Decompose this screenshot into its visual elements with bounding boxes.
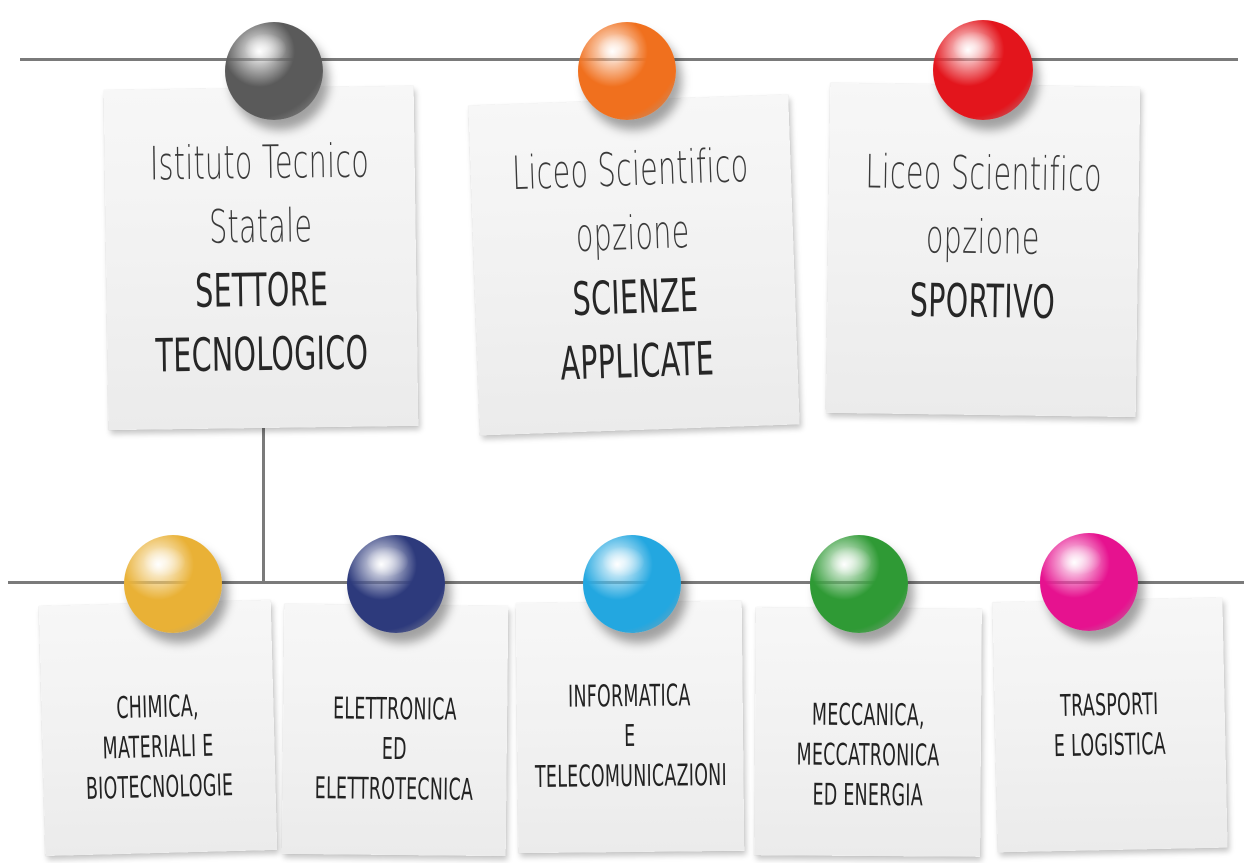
pin-blue-icon xyxy=(583,535,681,633)
note-line: ED xyxy=(382,731,408,768)
note-line: SCIENZE xyxy=(571,267,699,327)
note-trasporti: TRASPORTI E LOGISTICA xyxy=(992,597,1228,853)
note-line: MATERIALI E xyxy=(102,728,215,767)
pin-pink-icon xyxy=(1040,533,1138,631)
note-line: SETTORE xyxy=(194,262,329,318)
note-line: SPORTIVO xyxy=(909,272,1056,330)
note-elettronica: ELETTRONICA ED ELETTROTECNICA xyxy=(281,603,509,857)
pin-green-icon xyxy=(810,535,908,633)
note-line: TELECOMUNICAZIONI xyxy=(534,757,727,796)
note-sportivo: Liceo Scientifico opzione SPORTIVO xyxy=(825,82,1141,418)
note-line: TECNOLOGICO xyxy=(155,325,370,383)
note-line: Istituto Tecnico xyxy=(149,133,370,191)
pin-navy-icon xyxy=(347,535,445,633)
note-chimica: CHIMICA, MATERIALI E BIOTECNOLOGIE xyxy=(38,600,278,856)
note-line: MECCANICA, xyxy=(811,697,925,734)
connector-line xyxy=(262,428,265,583)
note-line: TRASPORTI xyxy=(1060,686,1160,725)
note-istituto-tecnico: Istituto Tecnico Statale SETTORE TECNOLO… xyxy=(103,85,419,431)
note-line: CHIMICA, xyxy=(115,688,200,727)
note-line: Statale xyxy=(208,198,313,254)
note-line: E xyxy=(624,718,636,755)
note-line: opzione xyxy=(925,209,1041,265)
pin-gray-icon xyxy=(225,22,323,120)
note-line: ELETTROTECNICA xyxy=(314,771,474,808)
note-line: BIOTECNOLOGIE xyxy=(85,768,234,807)
note-line: Liceo Scientifico xyxy=(511,137,750,201)
note-line: INFORMATICA xyxy=(568,678,692,715)
pin-yellow-icon xyxy=(124,535,222,633)
note-line: opzione xyxy=(575,204,691,262)
note-line: APPLICATE xyxy=(559,331,716,391)
pin-orange-icon xyxy=(578,22,676,120)
note-line: ELETTRONICA xyxy=(333,691,458,728)
note-line: MECCATRONICA xyxy=(796,737,940,774)
note-line: ED ENERGIA xyxy=(812,777,923,814)
note-meccanica: MECCANICA, MECCATRONICA ED ENERGIA xyxy=(754,607,982,857)
note-line: Liceo Scientifico xyxy=(865,144,1103,202)
note-informatica: INFORMATICA E TELECOMUNICAZIONI xyxy=(515,600,745,854)
note-scienze-applicate: Liceo Scientifico opzione SCIENZE APPLIC… xyxy=(468,94,800,436)
pin-red-icon xyxy=(933,20,1033,120)
note-line: E LOGISTICA xyxy=(1054,726,1167,765)
